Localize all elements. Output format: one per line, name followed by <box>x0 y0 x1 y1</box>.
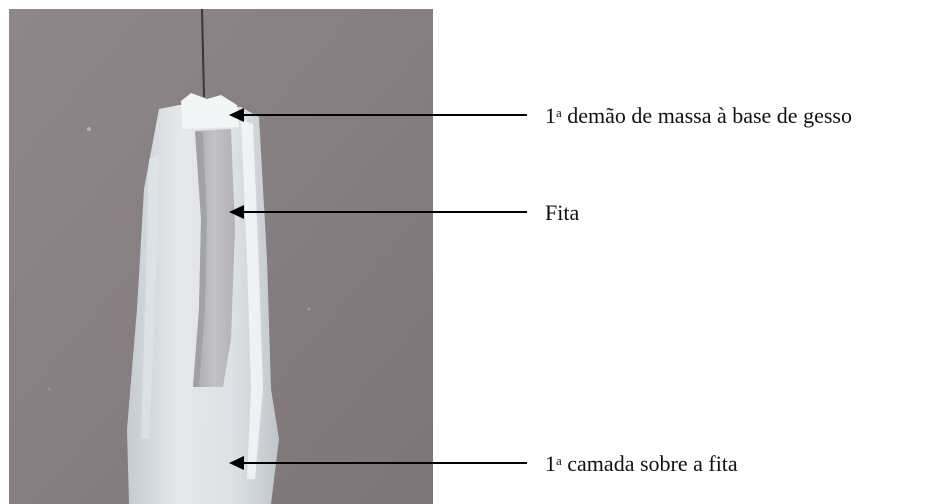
label-ordinal-number: 1 <box>545 103 556 128</box>
compound-edge <box>141 154 159 439</box>
compound-top-coat <box>181 93 239 129</box>
annotation-label-tape: Fita <box>545 200 579 226</box>
drywall-joint-photo <box>9 9 433 504</box>
annotation-label-layer-over-tape: 1a camada sobre a fita <box>545 451 738 477</box>
wall-speck <box>47 387 51 391</box>
hanging-wire <box>201 9 205 98</box>
tape-shadow <box>193 131 207 387</box>
label-text: demão de massa à base de gesso <box>561 103 852 128</box>
wall-speck <box>307 307 311 311</box>
label-text: camada sobre a fita <box>561 451 738 476</box>
label-text: Fita <box>545 200 580 225</box>
label-ordinal-suffix: a <box>556 453 562 468</box>
photo-illustration <box>9 9 433 504</box>
label-ordinal-suffix: a <box>556 105 562 120</box>
label-ordinal-number: 1 <box>545 451 556 476</box>
wall-speck <box>87 127 91 131</box>
compound-highlight <box>241 119 263 479</box>
annotation-label-first-coat: 1a demão de massa à base de gesso <box>545 103 852 129</box>
